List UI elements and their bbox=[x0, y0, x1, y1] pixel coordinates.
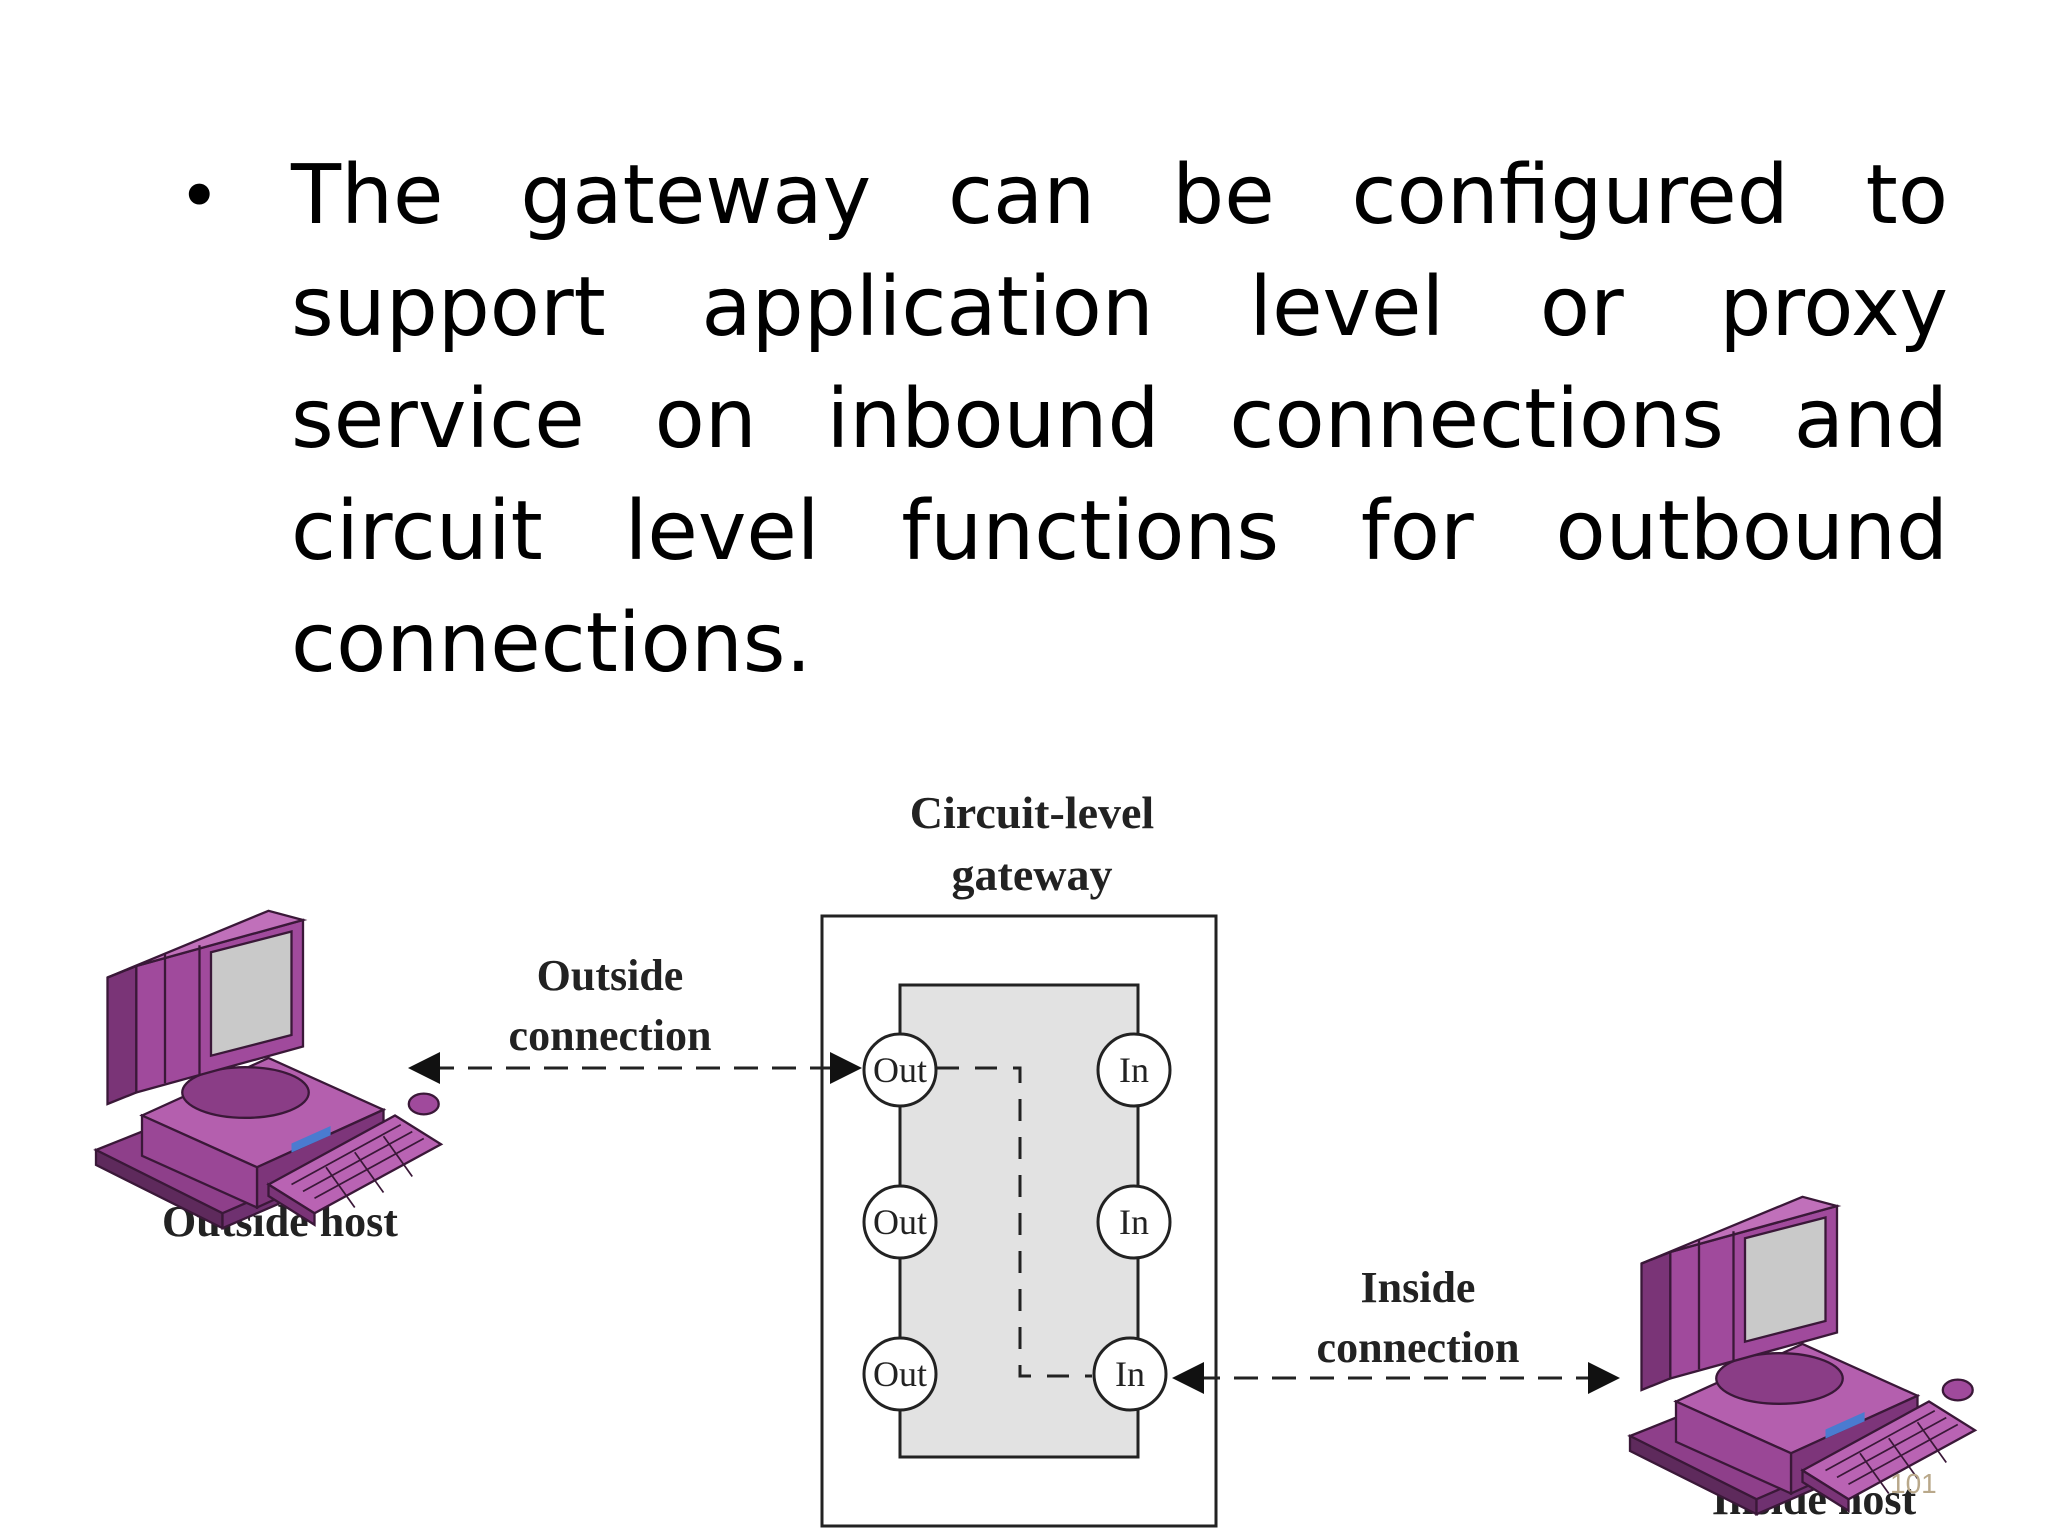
in-port: In bbox=[1096, 1032, 1172, 1108]
internal-relay-path bbox=[937, 1066, 1092, 1378]
inside-connection-label-line2: connection bbox=[1317, 1323, 1520, 1372]
out-port-label: Out bbox=[873, 1050, 927, 1090]
outside-host-computer-icon bbox=[94, 909, 443, 1230]
out-port: Out bbox=[862, 1032, 938, 1108]
out-port: Out bbox=[862, 1336, 938, 1412]
gateway-label-line1: Circuit-level bbox=[910, 787, 1154, 838]
arrowhead-right-icon bbox=[1588, 1362, 1620, 1394]
in-port-label: In bbox=[1119, 1050, 1149, 1090]
bullet-text: The gateway can be configured to support… bbox=[291, 148, 1948, 691]
in-port: In bbox=[1092, 1336, 1168, 1412]
inside-connection-label-line1: Inside bbox=[1361, 1263, 1476, 1312]
out-port-label: Out bbox=[873, 1354, 927, 1394]
arrowhead-left-icon bbox=[408, 1052, 440, 1084]
arrowhead-right-icon bbox=[830, 1052, 862, 1084]
gateway-label-line2: gateway bbox=[952, 849, 1113, 900]
bullet-dot: • bbox=[178, 154, 221, 238]
in-port: In bbox=[1096, 1184, 1172, 1260]
outside-connection-label-line2: connection bbox=[509, 1011, 712, 1060]
in-port-label: In bbox=[1119, 1202, 1149, 1242]
out-port-label: Out bbox=[873, 1202, 927, 1242]
page-number: 101 bbox=[1890, 1468, 1937, 1499]
out-port: Out bbox=[862, 1184, 938, 1260]
in-port-label: In bbox=[1115, 1354, 1145, 1394]
outside-connection-label-line1: Outside bbox=[537, 951, 684, 1000]
arrowhead-left-icon bbox=[1172, 1362, 1204, 1394]
inside-host-computer-icon bbox=[1628, 1195, 1977, 1516]
